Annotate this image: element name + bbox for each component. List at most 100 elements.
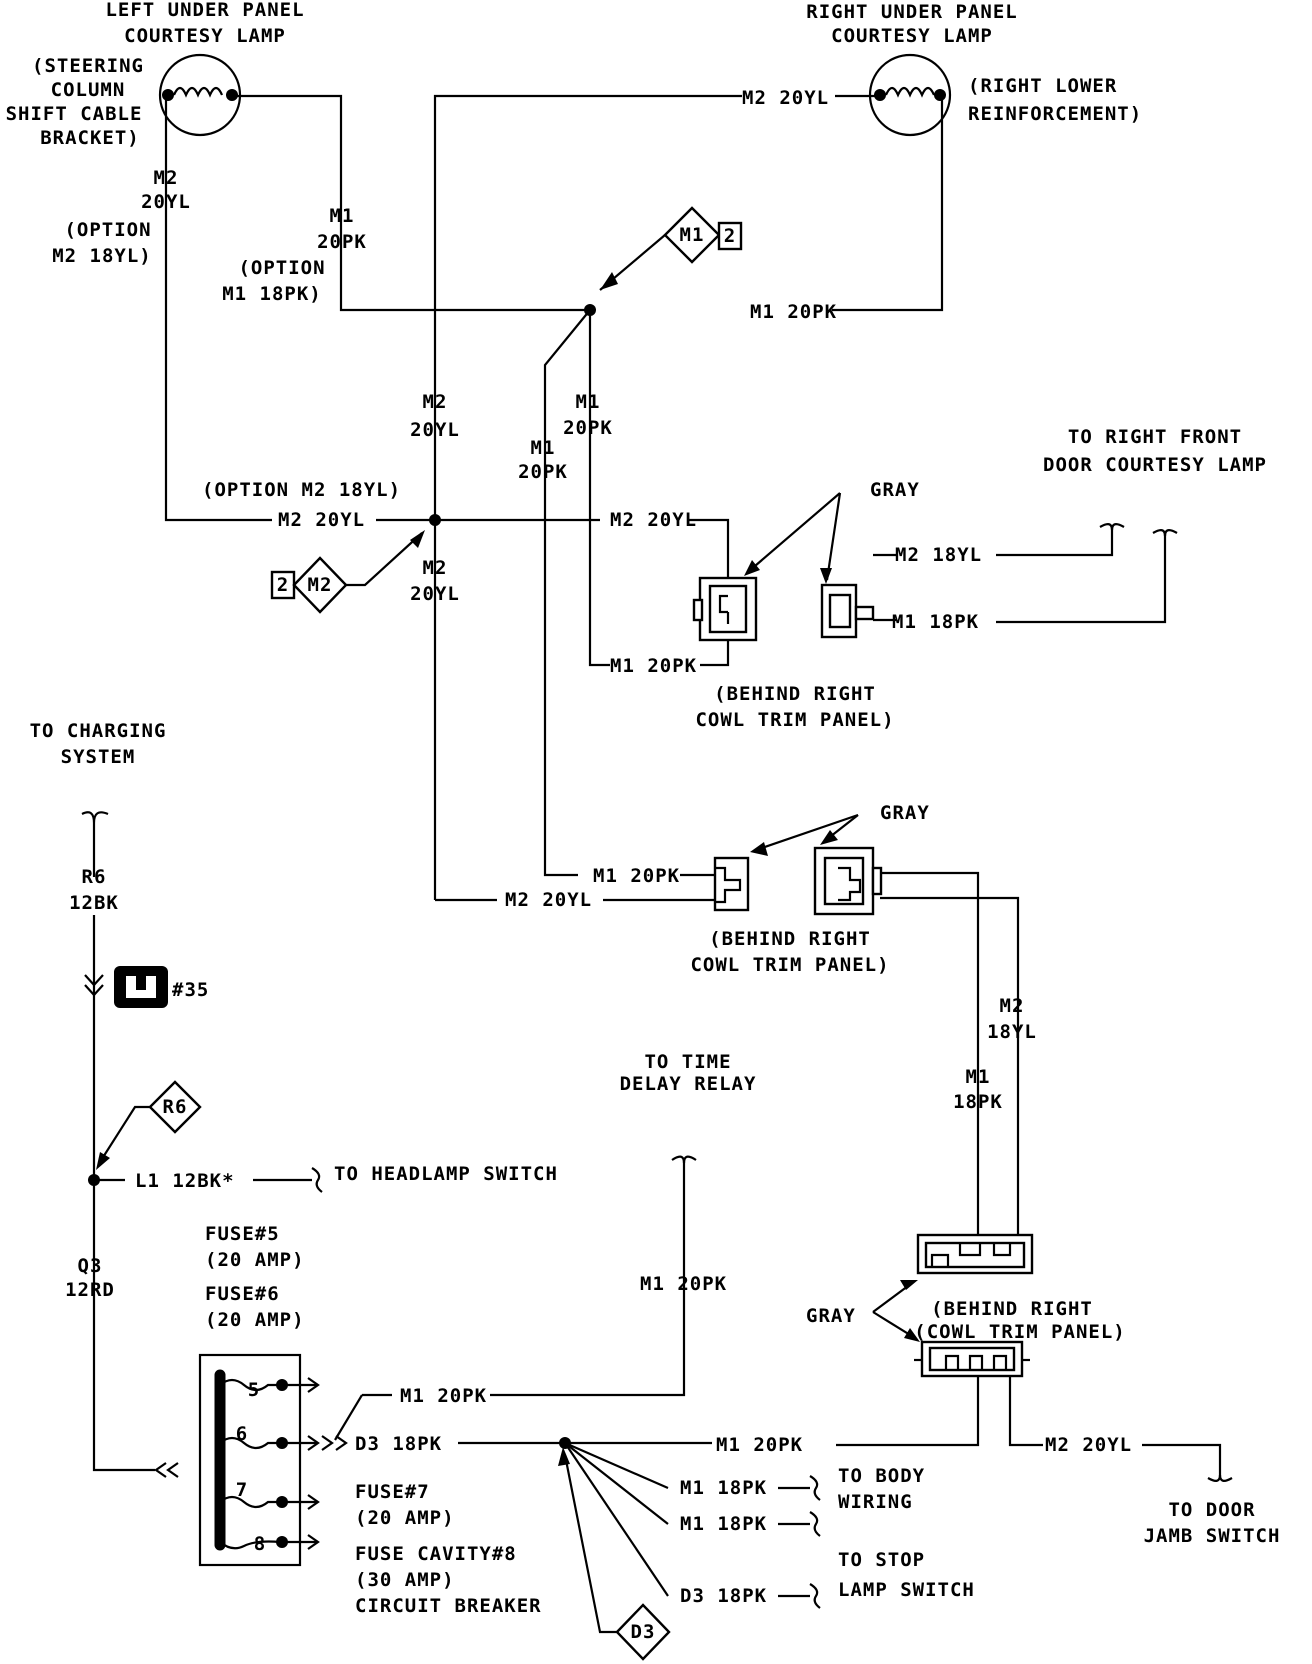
behind-cowl-2a: (BEHIND RIGHT bbox=[709, 928, 871, 950]
fuse5-a: FUSE#5 bbox=[205, 1223, 280, 1245]
arrowheads bbox=[84, 974, 348, 1550]
wire-label-m2-18yl: M2 18YL bbox=[895, 544, 982, 566]
wire-label-r6-a: R6 bbox=[82, 866, 107, 888]
right-lamp-title-2: COURTESY LAMP bbox=[831, 25, 993, 47]
to-charging-1: TO CHARGING bbox=[30, 720, 167, 742]
gray-pointer-arrows bbox=[744, 492, 920, 1342]
splice-r6-label: R6 bbox=[163, 1096, 188, 1118]
to-time-delay-1: TO TIME bbox=[644, 1051, 731, 1073]
behind-cowl-3b: (COWL TRIM PANEL) bbox=[914, 1321, 1125, 1343]
gray-connector-6 bbox=[914, 1340, 1030, 1378]
wire-label-m2-vert-a: M2 bbox=[423, 391, 448, 413]
wire-label-m2-conn2: M2 20YL bbox=[505, 889, 592, 911]
to-charging-2: SYSTEM bbox=[61, 746, 136, 768]
fuse-number-6: 6 bbox=[236, 1423, 248, 1445]
wire-label-m1-18pk: M1 18PK bbox=[892, 611, 979, 633]
wire-label-m1-conn1: M1 20PK bbox=[610, 655, 697, 677]
wire-label-r6-b: 12BK bbox=[69, 892, 119, 914]
wire-label-m1-diag-b: 20PK bbox=[518, 461, 568, 483]
gray-connector-4 bbox=[813, 846, 883, 916]
splice-r6-marker bbox=[96, 1080, 202, 1170]
to-rf-door-2: DOOR COURTESY LAMP bbox=[1043, 454, 1267, 476]
splice-m2-id: M2 bbox=[308, 574, 333, 596]
gray-label-3: GRAY bbox=[806, 1305, 856, 1327]
to-stop-2: LAMP SWITCH bbox=[838, 1579, 975, 1601]
splice-m1-marker bbox=[599, 206, 743, 291]
behind-cowl-3a: (BEHIND RIGHT bbox=[931, 1298, 1093, 1320]
connector-35-label: #35 bbox=[172, 979, 209, 1001]
wire-label-q3-b: 12RD bbox=[65, 1279, 115, 1301]
splice-m1-id: M1 bbox=[680, 224, 705, 246]
splice-dots bbox=[88, 304, 596, 1449]
wire-label-m2-bottom: M2 20YL bbox=[1045, 1434, 1132, 1456]
wire-label-m2-low-a: M2 bbox=[423, 557, 448, 579]
wire-break-symbols bbox=[81, 523, 1233, 1609]
left-lamp bbox=[158, 53, 242, 137]
wire-label-m1-18pk-v-a: M1 bbox=[966, 1066, 991, 1088]
option-m1-a: (OPTION bbox=[238, 257, 325, 279]
to-door-jamb-2: JAMB SWITCH bbox=[1144, 1525, 1281, 1547]
option-m1-b: M1 18PK) bbox=[222, 283, 322, 305]
option-m2-a: (OPTION bbox=[64, 219, 151, 241]
wire-label-m1-left-b: 20PK bbox=[317, 231, 367, 253]
gray-connector-5 bbox=[916, 1233, 1034, 1275]
fuse8-a: FUSE CAVITY#8 bbox=[355, 1543, 517, 1565]
wire-label-m1-tdr: M1 20PK bbox=[640, 1273, 727, 1295]
left-lamp-title-2: COURTESY LAMP bbox=[124, 25, 286, 47]
wire-label-d3-stop: D3 18PK bbox=[680, 1585, 767, 1607]
splice-m1-num: 2 bbox=[724, 225, 736, 247]
to-time-delay-2: DELAY RELAY bbox=[620, 1073, 757, 1095]
fuse8-c: CIRCUIT BREAKER bbox=[355, 1595, 542, 1617]
splice-d3-label: D3 bbox=[631, 1621, 656, 1643]
gray-connector-2 bbox=[820, 583, 875, 639]
wire-label-m1-vert-b: 20PK bbox=[563, 417, 613, 439]
fuse-block bbox=[198, 1353, 302, 1567]
fuse7-b: (20 AMP) bbox=[355, 1507, 455, 1529]
wire-label-m2-left-a: M2 bbox=[154, 167, 179, 189]
fuse8-b: (30 AMP) bbox=[355, 1569, 455, 1591]
wire-label-m2-h-left: M2 20YL bbox=[278, 509, 365, 531]
wire-label-m2-top: M2 20YL bbox=[742, 87, 829, 109]
left-lamp-loc-3: SHIFT CABLE bbox=[6, 103, 143, 125]
behind-cowl-1a: (BEHIND RIGHT bbox=[714, 683, 876, 705]
wire-lines bbox=[92, 94, 1222, 1598]
left-lamp-loc-2: COLUMN bbox=[51, 79, 126, 101]
splice-m2-marker bbox=[270, 530, 425, 614]
wire-label-m2-left-b: 20YL bbox=[141, 191, 191, 213]
fuse5-b: (20 AMP) bbox=[205, 1249, 305, 1271]
splice-d3-marker bbox=[558, 1447, 671, 1661]
wire-label-m1-left-a: M1 bbox=[330, 205, 355, 227]
right-lamp-loc-2: REINFORCEMENT) bbox=[968, 103, 1142, 125]
option-m2-mid: (OPTION M2 18YL) bbox=[202, 479, 401, 501]
splice-m2-num: 2 bbox=[277, 574, 289, 596]
to-headlamp: TO HEADLAMP SWITCH bbox=[334, 1163, 558, 1185]
fuse7-a: FUSE#7 bbox=[355, 1481, 430, 1503]
wire-label-m2-vert-b: 20YL bbox=[410, 419, 460, 441]
wire-label-m1-fuse: M1 20PK bbox=[400, 1385, 487, 1407]
wire-label-m2-h-right: M2 20YL bbox=[610, 509, 697, 531]
wire-label-l1: L1 12BK* bbox=[135, 1170, 235, 1192]
option-m2-b: M2 18YL) bbox=[52, 245, 152, 267]
fuse-number-7: 7 bbox=[236, 1479, 248, 1501]
wire-label-m2-18yl-v-a: M2 bbox=[1000, 995, 1025, 1017]
wire-label-m1-bottom: M1 20PK bbox=[716, 1434, 803, 1456]
right-lamp-loc-1: (RIGHT LOWER bbox=[968, 75, 1117, 97]
left-lamp-loc-4: BRACKET) bbox=[40, 127, 140, 149]
wire-label-m2-18yl-v-b: 18YL bbox=[987, 1021, 1037, 1043]
right-lamp-title-1: RIGHT UNDER PANEL bbox=[806, 1, 1017, 23]
gray-label-2: GRAY bbox=[880, 802, 930, 824]
gray-label-1: GRAY bbox=[870, 479, 920, 501]
wire-label-m1-body-1: M1 18PK bbox=[680, 1477, 767, 1499]
behind-cowl-2b: COWL TRIM PANEL) bbox=[690, 954, 889, 976]
wire-label-m1-diag-a: M1 bbox=[531, 437, 556, 459]
wire-label-m2-low-b: 20YL bbox=[410, 583, 460, 605]
to-rf-door-1: TO RIGHT FRONT bbox=[1068, 426, 1242, 448]
fuse-number-5: 5 bbox=[248, 1379, 260, 1401]
fuse-number-8: 8 bbox=[254, 1533, 266, 1555]
wire-label-q3-a: Q3 bbox=[78, 1255, 103, 1277]
to-stop-1: TO STOP bbox=[838, 1549, 925, 1571]
left-lamp-title-1: LEFT UNDER PANEL bbox=[105, 0, 304, 21]
wire-label-m1-body-2: M1 18PK bbox=[680, 1513, 767, 1535]
wire-label-m1-vert-a: M1 bbox=[576, 391, 601, 413]
